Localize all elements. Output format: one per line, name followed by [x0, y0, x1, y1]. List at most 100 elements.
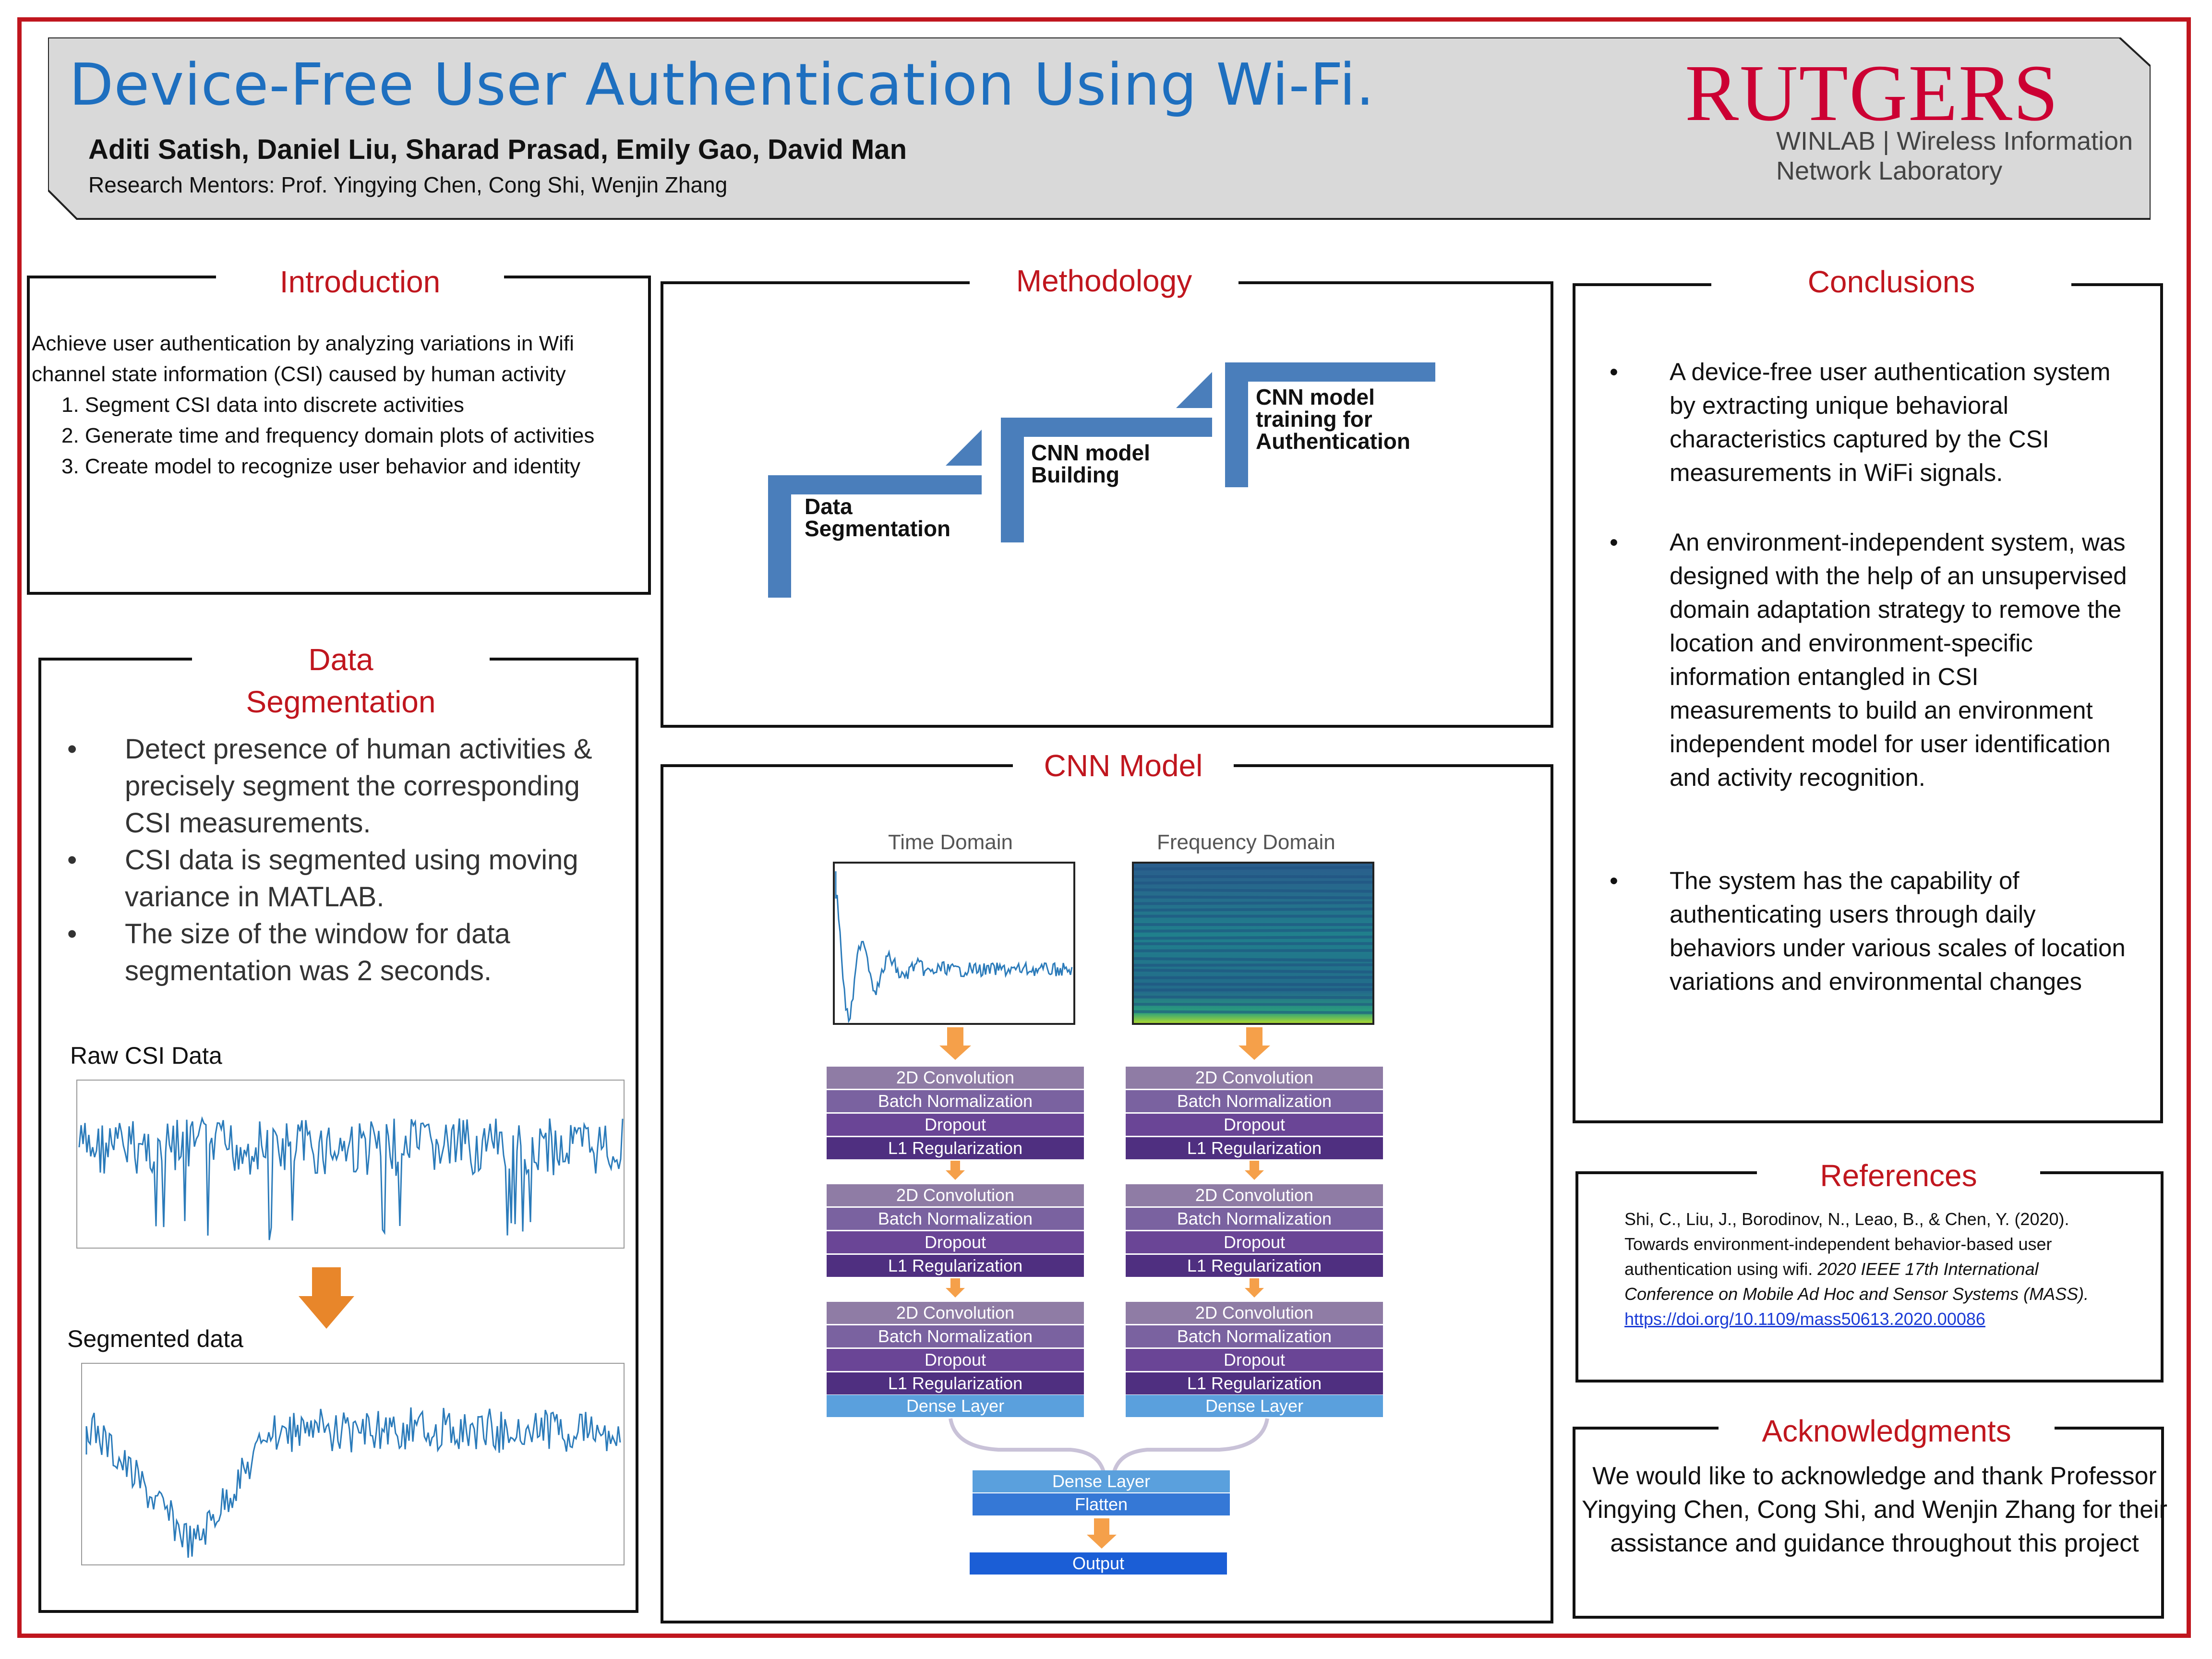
poster-header: Device-Free User Authentication Using Wi…: [48, 37, 2151, 220]
cnn-layer: L1 Regularization: [827, 1372, 1084, 1395]
down-arrow-icon: [1087, 1518, 1117, 1549]
cnn-layer: Batch Normalization: [1126, 1208, 1383, 1230]
reference-text: Shi, C., Liu, J., Borodinov, N., Leao, B…: [1624, 1209, 2069, 1279]
acknowledgments-text: We would like to acknowledge and thank P…: [1582, 1462, 2167, 1557]
methodology-steps-diagram: [768, 362, 1435, 598]
flatten-layer: Flatten: [973, 1493, 1230, 1515]
data-segmentation-heading: Data Segmentation: [192, 638, 490, 723]
cnn-layer: Dropout: [1126, 1114, 1383, 1136]
lab-line-2: Network Laboratory: [1776, 156, 2003, 185]
cnn-layer: Batch Normalization: [827, 1325, 1084, 1347]
cnn-layer: L1 Regularization: [1126, 1255, 1383, 1277]
bullet-icon: •: [1610, 358, 1618, 385]
time-domain-trace: [835, 871, 1073, 1023]
cnn-layer: L1 Regularization: [827, 1137, 1084, 1159]
merge-connector: [949, 1418, 1269, 1475]
heading-line: Data: [308, 642, 373, 677]
list-item: • Detect presence of human activities & …: [67, 731, 614, 842]
segmented-data-plot: [81, 1363, 625, 1565]
step-cnn-building: CNN model Building: [1031, 442, 1150, 486]
list-item: 3. Create model to recognize user behavi…: [61, 455, 581, 478]
cnn-layer: L1 Regularization: [1126, 1372, 1383, 1395]
raw-csi-label: Raw CSI Data: [70, 1042, 222, 1069]
cnn-layer: Dropout: [827, 1231, 1084, 1253]
down-arrow-icon: [946, 1161, 965, 1180]
down-arrow-icon: [1245, 1278, 1264, 1298]
time-domain-label: Time Domain: [888, 830, 1013, 854]
list-item: 2. Generate time and frequency domain pl…: [61, 424, 595, 447]
bullet-text: Detect presence of human activities & pr…: [125, 733, 592, 839]
step-text: Building: [1031, 462, 1119, 487]
raw-csi-trace: [78, 1116, 624, 1240]
frequency-domain-plot: [1132, 862, 1374, 1025]
cnn-layer: L1 Regularization: [1126, 1137, 1383, 1159]
dense-layer: Dense Layer: [1126, 1395, 1383, 1417]
bullet-text: The system has the capability of authent…: [1670, 867, 2126, 995]
cnn-layer: 2D Convolution: [827, 1067, 1084, 1089]
time-domain-plot: [833, 862, 1075, 1025]
bullet-text: An environment-independent system, was d…: [1670, 529, 2127, 791]
cnn-layer: Dropout: [827, 1349, 1084, 1371]
bullet-text: The size of the window for data segmenta…: [125, 918, 510, 986]
down-arrow-icon: [939, 1027, 971, 1060]
cnn-layer: 2D Convolution: [1126, 1184, 1383, 1206]
step-text: training for: [1256, 407, 1372, 432]
output-layer: Output: [970, 1552, 1227, 1575]
bullet-icon: •: [67, 918, 77, 950]
methodology-heading: Methodology: [970, 263, 1238, 299]
conclusions-heading: Conclusions: [1711, 264, 2071, 300]
list-item: • The system has the capability of authe…: [1610, 864, 2135, 998]
cnn-layer: Dropout: [1126, 1349, 1383, 1371]
mentor-list: Research Mentors: Prof. Yingying Chen, C…: [88, 172, 728, 197]
cnn-layer: Batch Normalization: [1126, 1325, 1383, 1347]
step-data-segmentation: Data Segmentation: [805, 495, 950, 540]
bullet-text: A device-free user authentication system…: [1670, 358, 2111, 486]
segmented-data-label: Segmented data: [67, 1325, 243, 1352]
cnn-layer: Batch Normalization: [827, 1208, 1084, 1230]
step-text: Segmentation: [805, 516, 951, 541]
poster-title: Device-Free User Authentication Using Wi…: [69, 52, 1375, 119]
step-text: CNN model: [1031, 440, 1150, 465]
down-arrow-icon: [1238, 1027, 1270, 1060]
reference-entry: Shi, C., Liu, J., Borodinov, N., Leao, B…: [1624, 1207, 2124, 1332]
step-text: Data: [805, 494, 853, 519]
list-item: 1. Segment CSI data into discrete activi…: [61, 393, 464, 417]
heading-line: Segmentation: [246, 685, 436, 719]
dense-layer: Dense Layer: [827, 1395, 1084, 1417]
lab-line-1: WINLAB | Wireless Information: [1776, 127, 2133, 156]
introduction-heading: Introduction: [216, 264, 504, 300]
list-item: • The size of the window for data segmen…: [67, 915, 614, 989]
cnn-layer: 2D Convolution: [1126, 1302, 1383, 1324]
step-cnn-training: CNN model training for Authentication: [1256, 386, 1410, 452]
merge-dense-layer: Dense Layer: [973, 1470, 1230, 1492]
bullet-icon: •: [67, 733, 77, 765]
bullet-icon: •: [67, 844, 77, 876]
bullet-text: CSI data is segmented using moving varia…: [125, 844, 578, 913]
reference-doi-link[interactable]: https://doi.org/10.1109/mass50613.2020.0…: [1624, 1309, 1985, 1329]
acknowledgments-heading: Acknowledgments: [1719, 1413, 2055, 1449]
list-item: • An environment-independent system, was…: [1610, 526, 2135, 794]
down-arrow-icon: [946, 1278, 965, 1298]
raw-csi-plot: [76, 1080, 625, 1249]
cnn-layer: L1 Regularization: [827, 1255, 1084, 1277]
intro-steps: 1. Segment CSI data into discrete activi…: [32, 390, 651, 482]
step-text: CNN model: [1256, 385, 1375, 409]
references-heading: References: [1757, 1158, 2040, 1193]
header-background: [48, 37, 2151, 220]
down-arrow-icon: [299, 1267, 354, 1329]
segmented-trace: [85, 1407, 621, 1558]
intro-line-2: channel state information (CSI) caused b…: [32, 362, 566, 386]
cnn-layer: 2D Convolution: [827, 1302, 1084, 1324]
down-arrow-icon: [1245, 1161, 1264, 1180]
cnn-layer: 2D Convolution: [827, 1184, 1084, 1206]
rutgers-logo: RUTGERS: [1685, 48, 2059, 138]
winlab-label: WINLAB | Wireless Information Network La…: [1776, 126, 2133, 186]
cnn-layer: Batch Normalization: [1126, 1090, 1383, 1112]
bullet-icon: •: [1610, 529, 1618, 556]
list-item: • A device-free user authentication syst…: [1610, 355, 2135, 490]
author-list: Aditi Satish, Daniel Liu, Sharad Prasad,…: [88, 134, 907, 165]
intro-line-1: Achieve user authentication by analyzing…: [32, 332, 574, 355]
cnn-layer: Dropout: [827, 1114, 1084, 1136]
cnn-layer: Dropout: [1126, 1231, 1383, 1253]
bullet-icon: •: [1610, 867, 1618, 894]
